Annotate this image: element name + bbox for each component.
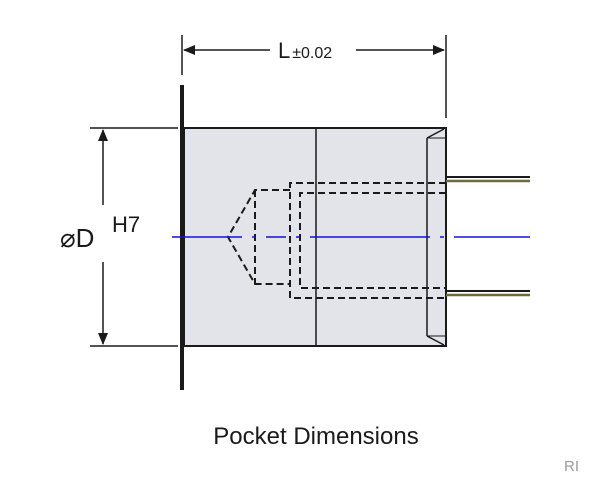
- chamfer-top: [426, 128, 445, 139]
- corner-mark: RI: [564, 458, 579, 475]
- caption: Pocket Dimensions: [213, 423, 418, 450]
- length-label: L±0.02: [278, 38, 332, 63]
- diameter-label: ⌀D: [60, 223, 94, 253]
- lead-wires: [446, 176, 530, 297]
- fit-label: H7: [112, 212, 140, 237]
- chamfer-bottom: [426, 335, 445, 346]
